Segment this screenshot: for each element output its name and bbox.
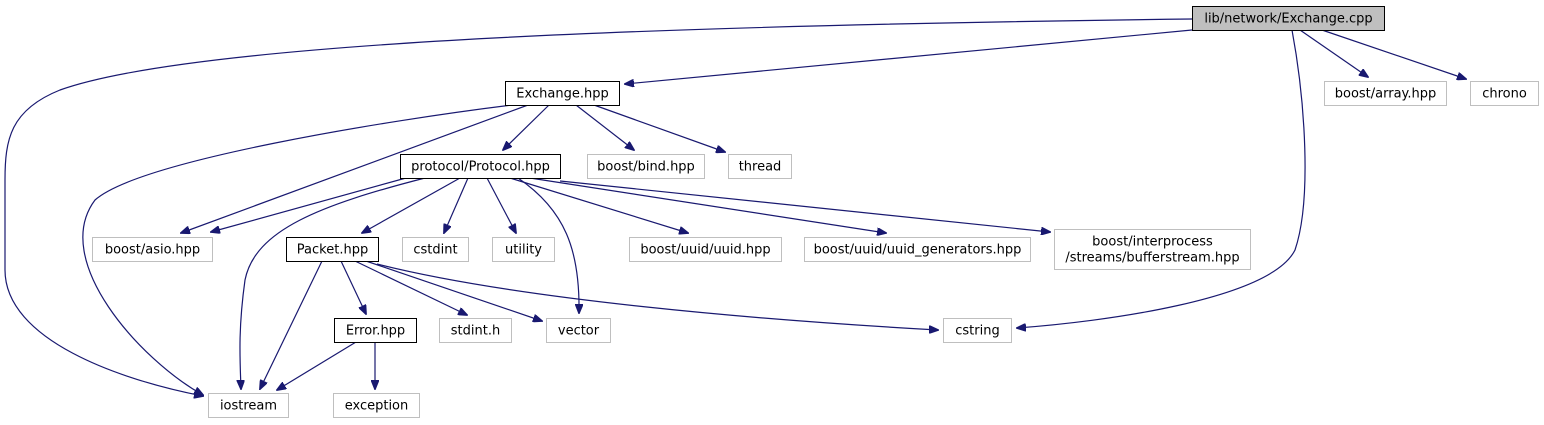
node-label: lib/network/Exchange.cpp: [1204, 12, 1372, 27]
node-cstring: cstring: [943, 318, 1012, 343]
node-boost_bind: boost/bind.hpp: [587, 154, 705, 179]
node-label: boost/asio.hpp: [105, 243, 200, 258]
node-box: [208, 393, 289, 418]
node-protocol_hpp[interactable]: protocol/Protocol.hpp: [400, 154, 561, 179]
node-label: /streams/bufferstream.hpp: [1065, 251, 1239, 266]
node-label: exception: [345, 399, 409, 414]
node-box: [286, 237, 379, 262]
node-box: [400, 154, 561, 179]
node-label: cstdint: [413, 243, 457, 258]
node-box: [629, 237, 782, 262]
node-exchange_cpp[interactable]: lib/network/Exchange.cpp: [1192, 6, 1385, 31]
node-label: chrono: [1482, 87, 1527, 102]
node-box: [1192, 6, 1385, 31]
node-box: [1470, 81, 1539, 106]
node-box: [943, 318, 1012, 343]
node-label: thread: [739, 160, 782, 175]
node-label: Exchange.hpp: [516, 87, 608, 102]
node-box: [334, 318, 417, 343]
node-label: boost/array.hpp: [1335, 87, 1437, 102]
node-label: protocol/Protocol.hpp: [411, 160, 550, 175]
edge-error_hpp-to-iostream: [277, 341, 357, 390]
edge-exchange_hpp-to-thread: [593, 104, 725, 152]
edge-packet_hpp-to-iostream: [260, 260, 323, 389]
node-uuid_hpp: boost/uuid/uuid.hpp: [629, 237, 782, 262]
node-label: boost/bind.hpp: [597, 160, 695, 175]
node-label: iostream: [220, 399, 277, 414]
node-box: [333, 393, 420, 418]
node-thread: thread: [728, 154, 792, 179]
edge-protocol_hpp-to-iostream: [240, 177, 426, 389]
node-label: utility: [505, 243, 542, 258]
node-label: stdint.h: [451, 324, 500, 339]
edge-protocol_hpp-to-cstdint: [444, 177, 469, 233]
edge-exchange_cpp-to-iostream: [4, 18, 1193, 396]
edge-protocol_hpp-to-uuid_hpp: [509, 177, 688, 233]
edge-packet_hpp-to-error_hpp: [340, 260, 366, 314]
node-stdint_h: stdint.h: [439, 318, 512, 343]
node-box: [1054, 229, 1251, 270]
edge-exchange_cpp-to-cstring: [1017, 29, 1306, 328]
node-box: [728, 154, 792, 179]
edge-exchange_hpp-to-boost_asio: [181, 104, 529, 233]
node-box: [92, 237, 213, 262]
edge-protocol_hpp-to-bufferstream: [559, 180, 1050, 232]
node-box: [439, 318, 512, 343]
edge-packet_hpp-to-stdint_h: [354, 260, 467, 315]
node-chrono: chrono: [1470, 81, 1539, 106]
node-box: [505, 81, 620, 106]
node-label: boost/interprocess: [1092, 235, 1213, 250]
node-uuid_gen: boost/uuid/uuid_generators.hpp: [804, 237, 1031, 262]
node-label: Packet.hpp: [297, 243, 368, 258]
node-vector: vector: [546, 318, 611, 343]
node-bufferstream: boost/interprocess/streams/bufferstream.…: [1054, 229, 1251, 270]
node-iostream: iostream: [208, 393, 289, 418]
edge-exchange_hpp-to-iostream: [82, 104, 513, 395]
node-utility: utility: [492, 237, 555, 262]
node-box: [1324, 81, 1447, 106]
edge-exchange_cpp-to-exchange_hpp: [625, 29, 1193, 84]
edge-protocol_hpp-to-uuid_gen: [529, 177, 886, 233]
node-label: cstring: [955, 324, 999, 339]
node-box: [804, 237, 1031, 262]
edge-protocol_hpp-to-vector: [517, 177, 579, 313]
node-box: [402, 237, 469, 262]
edge-protocol_hpp-to-utility: [486, 177, 516, 233]
edge-packet_hpp-to-vector: [365, 260, 542, 321]
node-label: boost/uuid/uuid.hpp: [640, 243, 770, 258]
node-exception: exception: [333, 393, 420, 418]
edge-exchange_hpp-to-protocol_hpp: [503, 104, 550, 150]
node-label: boost/uuid/uuid_generators.hpp: [814, 243, 1022, 258]
edge-exchange_cpp-to-boost_array: [1299, 29, 1368, 77]
node-exchange_hpp[interactable]: Exchange.hpp: [505, 81, 620, 106]
node-cstdint: cstdint: [402, 237, 469, 262]
edge-packet_hpp-to-cstring: [376, 263, 938, 330]
node-error_hpp[interactable]: Error.hpp: [334, 318, 417, 343]
edge-exchange_cpp-to-chrono: [1321, 29, 1466, 79]
edges-layer: [4, 18, 1466, 396]
edge-protocol_hpp-to-boost_asio: [211, 177, 407, 232]
node-box: [587, 154, 705, 179]
node-label: Error.hpp: [346, 324, 405, 339]
node-box: [546, 318, 611, 343]
edge-exchange_hpp-to-boost_bind: [575, 104, 634, 150]
node-box: [492, 237, 555, 262]
edge-protocol_hpp-to-packet_hpp: [362, 177, 461, 233]
node-boost_asio: boost/asio.hpp: [92, 237, 213, 262]
node-packet_hpp[interactable]: Packet.hpp: [286, 237, 379, 262]
node-label: vector: [558, 324, 600, 339]
node-boost_array: boost/array.hpp: [1324, 81, 1447, 106]
